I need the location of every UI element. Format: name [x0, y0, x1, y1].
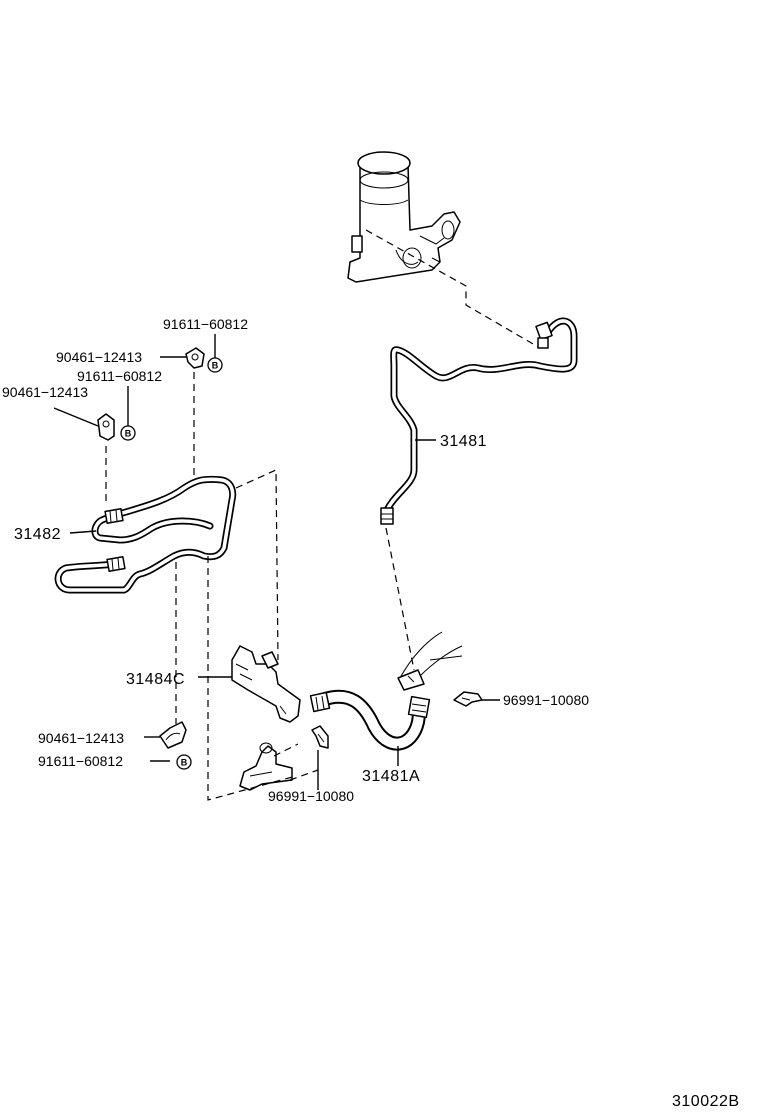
callout-96991-10080-left: 96991−10080: [268, 788, 354, 804]
clutch-tube-31481: [380, 317, 578, 525]
clutch-tube-31482: [54, 475, 237, 594]
diagram-code: 310022B: [672, 1093, 740, 1110]
bolt-badge-letter: B: [125, 429, 132, 439]
part-label-31482: 31482: [14, 526, 61, 543]
clamp-clip-lower: [159, 721, 187, 749]
callout-90461-12413-upper: 90461−12413: [56, 349, 142, 365]
callout-91611-60812-upper: 91611−60812: [163, 316, 248, 332]
transmission-housing: [397, 631, 463, 691]
callout-90461-12413-mid: 90461−12413: [2, 384, 88, 400]
bolt-badge-mid: B: [120, 425, 136, 441]
release-cylinder: [239, 742, 293, 791]
hose-clip-left: [311, 725, 329, 749]
bolt-badge-lower: B: [176, 754, 192, 770]
part-label-31481: 31481: [440, 433, 487, 450]
callout-96991-10080-right: 96991−10080: [503, 692, 589, 708]
bolt-badge-letter: B: [212, 361, 219, 371]
clamp-clip-mid: [97, 413, 115, 441]
callout-90461-12413-lower: 90461−12413: [38, 730, 124, 746]
bracket-31484c: [231, 645, 301, 723]
callout-91611-60812-lower: 91611−60812: [38, 753, 123, 769]
clamp-clip-upper: [185, 347, 205, 369]
flexible-hose-31481a: [309, 689, 431, 751]
part-label-31484c: 31484C: [126, 671, 185, 688]
callout-91611-60812-mid: 91611−60812: [77, 368, 162, 384]
clutch-master-cylinder: [347, 151, 461, 283]
bolt-badge-letter: B: [181, 758, 188, 768]
bolt-badge-upper: B: [207, 357, 223, 373]
part-label-31481a: 31481A: [362, 768, 420, 785]
hose-clip-right: [453, 691, 483, 707]
